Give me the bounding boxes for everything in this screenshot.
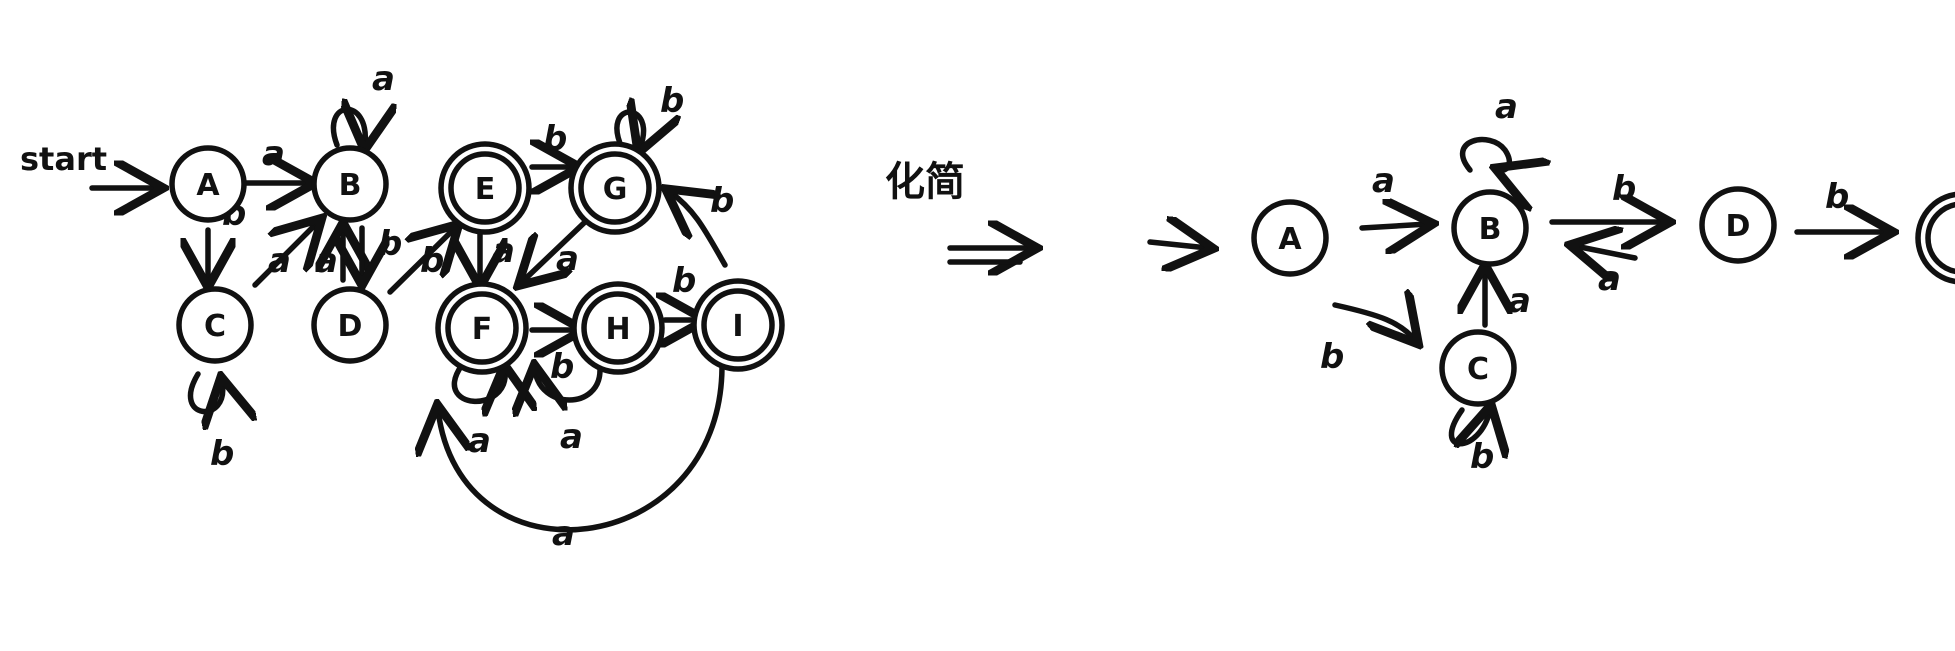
edge-label-A-B-right: a xyxy=(1372,161,1395,201)
edge-D-B-right xyxy=(1575,246,1638,258)
edge-label-I-G: b xyxy=(710,181,734,221)
state-G: G xyxy=(568,141,662,235)
transform-label: 化简 xyxy=(885,159,965,205)
state-D: D xyxy=(311,286,389,364)
state-label: C xyxy=(204,309,226,344)
edge-label-E-F: a xyxy=(492,231,515,271)
state-label: D xyxy=(1726,209,1751,244)
edge-label-G-G: b xyxy=(660,81,684,121)
state-label: C xyxy=(1467,352,1489,387)
edge-label-D-E-right: b xyxy=(1825,177,1849,217)
transform-marker: 化简 xyxy=(885,159,1032,262)
state-F: F xyxy=(435,281,529,375)
state-B-right: B xyxy=(1451,189,1529,267)
edge-label-D-E: b xyxy=(420,241,444,281)
edge-label-B-D: b xyxy=(378,224,402,264)
edge-label-F-F: a xyxy=(468,421,491,461)
edge-I-G xyxy=(670,192,728,268)
edge-C-C-right xyxy=(1448,410,1490,444)
state-label: F xyxy=(472,312,493,347)
edge-label-H-I: b xyxy=(672,261,696,301)
state-label: B xyxy=(339,168,362,203)
state-H: H xyxy=(571,281,665,375)
edge-label-H-F: a xyxy=(560,417,583,457)
right-dfa: a a b a b b a b A B C D xyxy=(1147,87,1955,477)
edge-C-B xyxy=(252,222,318,288)
edge-H-F xyxy=(535,370,603,400)
edge-F-F xyxy=(451,365,505,401)
edge-label-A-C-right: b xyxy=(1320,337,1344,377)
state-E-right xyxy=(1915,191,1955,285)
state-label: H xyxy=(605,312,630,347)
edge-label-B-D-right: b xyxy=(1612,169,1636,209)
state-D-right: D xyxy=(1699,186,1777,264)
edge-label-C-C: b xyxy=(210,434,234,474)
edge-label-D-B: a xyxy=(315,241,338,281)
edge-A-C-right xyxy=(1332,305,1415,340)
state-label: B xyxy=(1479,212,1502,247)
start-label: start xyxy=(20,140,107,178)
state-E: E xyxy=(438,141,532,235)
state-label: A xyxy=(196,168,220,203)
edge-label-I-F: a xyxy=(552,514,575,554)
start-arrow-right xyxy=(1147,242,1208,248)
edge-label-C-B-right: a xyxy=(1508,281,1531,321)
edge-label-B-B-right: a xyxy=(1495,87,1518,127)
edge-label-E-G: b xyxy=(543,119,567,159)
edge-G-F xyxy=(522,219,588,282)
edge-G-G xyxy=(614,112,644,148)
state-label: G xyxy=(603,172,628,207)
state-B: B xyxy=(311,145,389,223)
state-C-right: C xyxy=(1439,329,1517,407)
edge-B-B-right xyxy=(1459,136,1510,171)
edge-B-B xyxy=(330,109,365,145)
edge-label-C-B: a xyxy=(268,241,291,281)
edge-label-D-B-right: a xyxy=(1598,259,1621,299)
state-C: C xyxy=(176,286,254,364)
state-A: A xyxy=(169,145,247,223)
edge-D-E xyxy=(387,228,455,295)
state-label: I xyxy=(732,309,743,344)
edge-A-B-right xyxy=(1359,224,1428,228)
edge-I-F xyxy=(438,365,725,533)
edge-label-F-H: b xyxy=(550,347,574,387)
state-A-right: A xyxy=(1251,199,1329,277)
edge-C-C xyxy=(188,374,222,412)
left-dfa: start a a b b a a b b b b a a a b a xyxy=(20,59,785,554)
state-label: A xyxy=(1278,222,1302,257)
state-label: E xyxy=(475,172,496,207)
state-label: D xyxy=(338,309,363,344)
edge-label-G-F: a xyxy=(556,239,579,279)
edge-label-B-B: a xyxy=(372,59,395,99)
state-I: I xyxy=(691,278,785,372)
edge-label-A-B: a xyxy=(262,134,285,174)
edge-label-C-C-right: b xyxy=(1470,437,1494,477)
